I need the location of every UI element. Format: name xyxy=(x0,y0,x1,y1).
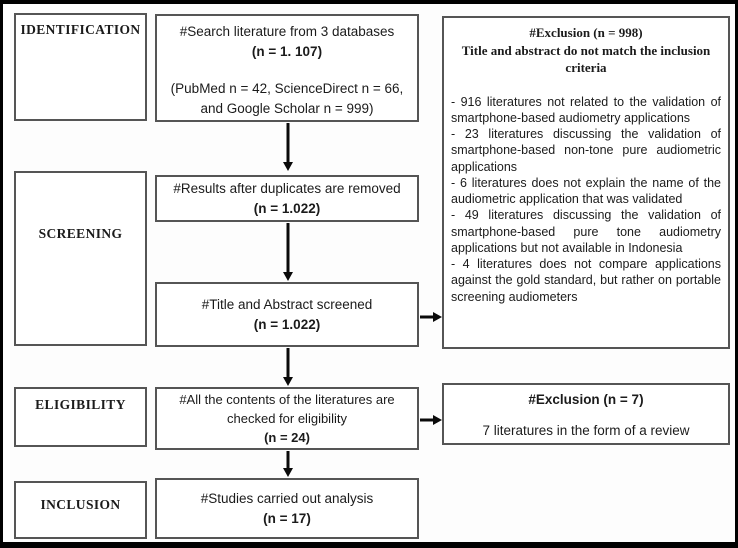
arrow-screened-to-exclusion xyxy=(420,311,442,322)
exclusion-item: - 49 literatures discussing the validati… xyxy=(451,208,721,255)
eligibility-count: (n = 24) xyxy=(264,429,310,445)
stage-eligibility: ELIGIBILITY xyxy=(14,387,147,447)
exclusion-item: - 23 literatures discussing the validati… xyxy=(451,127,721,174)
screened-count: (n = 1.022) xyxy=(253,316,321,332)
search-count: (n = 1. 107) xyxy=(251,43,323,59)
exclusion-screening-subtitle: Title and abstract do not match the incl… xyxy=(461,42,711,76)
arrow-eligibility-to-exclusion xyxy=(420,414,442,425)
analysis-count: (n = 17) xyxy=(263,510,311,526)
exclusion-item: - 916 literatures not related to the val… xyxy=(451,94,721,125)
exclusion-item: - 6 literatures does not explain the nam… xyxy=(451,175,721,207)
screened-title: #Title and Abstract screened xyxy=(201,297,373,312)
exclusion-screening-list: - 916 literatures not related to the val… xyxy=(451,94,721,305)
exclusion-eligibility-heading: #Exclusion (n = 7) xyxy=(528,392,644,407)
arrow-duplicates-to-screened xyxy=(282,223,293,281)
box-title-abstract-screened: #Title and Abstract screened (n = 1.022) xyxy=(155,282,419,347)
spacer xyxy=(163,61,411,79)
arrow-eligibility-to-analysis xyxy=(282,451,293,477)
box-duplicates-removed: #Results after duplicates are removed (n… xyxy=(155,175,419,222)
duplicates-title: #Results after duplicates are removed xyxy=(173,181,401,196)
arrow-screened-to-eligibility xyxy=(282,348,293,386)
stage-screening: SCREENING xyxy=(14,171,147,346)
stage-inclusion: INCLUSION xyxy=(14,481,147,539)
eligibility-title: #All the contents of the literatures are… xyxy=(179,392,395,426)
stage-screening-label: SCREENING xyxy=(38,226,123,241)
exclusion-item: - 4 literatures does not compare applica… xyxy=(451,257,721,304)
search-detail: (PubMed n = 42, ScienceDirect n = 66, an… xyxy=(170,81,404,116)
box-search-literature: #Search literature from 3 databases (n =… xyxy=(155,14,419,122)
box-exclusion-eligibility: #Exclusion (n = 7) 7 literatures in the … xyxy=(442,383,730,445)
stage-identification-label: IDENTIFICATION xyxy=(20,22,141,37)
box-exclusion-screening: #Exclusion (n = 998) Title and abstract … xyxy=(442,16,730,349)
box-eligibility-check: #All the contents of the literatures are… xyxy=(155,387,419,450)
stage-inclusion-label: INCLUSION xyxy=(40,497,121,512)
duplicates-count: (n = 1.022) xyxy=(253,200,321,216)
exclusion-screening-title: #Exclusion (n = 998) xyxy=(529,25,643,40)
analysis-title: #Studies carried out analysis xyxy=(200,491,374,506)
exclusion-screening-heading: #Exclusion (n = 998) Title and abstract … xyxy=(451,24,721,77)
stage-identification: IDENTIFICATION xyxy=(14,13,147,121)
search-title: #Search literature from 3 databases xyxy=(179,24,395,39)
box-studies-analysis: #Studies carried out analysis (n = 17) xyxy=(155,478,419,539)
stage-eligibility-label: ELIGIBILITY xyxy=(35,397,126,412)
arrow-search-to-duplicates xyxy=(282,123,293,171)
exclusion-eligibility-detail: 7 literatures in the form of a review xyxy=(482,423,690,438)
